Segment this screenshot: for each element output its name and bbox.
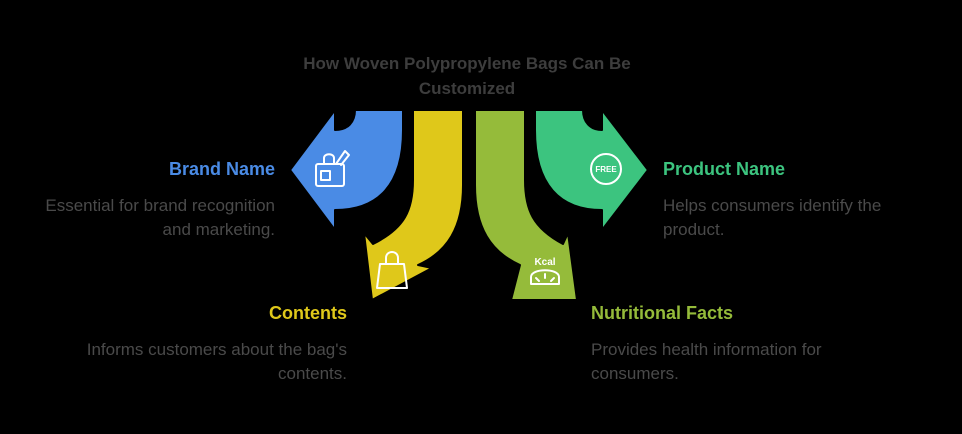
diagram-title: How Woven Polypropylene Bags Can Be Cust… [303,54,631,98]
svg-text:Kcal: Kcal [534,257,555,268]
brand-name-arrow [289,109,404,231]
nutritional-facts-label: Nutritional Facts [591,303,734,323]
contents-label: Contents [269,303,347,323]
brand-name-label: Brand Name [168,159,275,179]
brand-name-description: Essential for brand recognition and mark… [45,196,275,239]
nutritional-facts-description: Provides health information for consumer… [591,340,822,383]
svg-text:FREE: FREE [595,165,617,174]
product-name-description: Helps consumers identify the product. [663,196,882,239]
bag-with-tag-icon [315,150,350,187]
kcal-scale-icon: Kcal [530,257,560,285]
contents-description: Informs customers about the bag's conten… [86,340,347,383]
shopping-bag-icon [376,251,408,289]
free-badge-icon: FREE [590,153,622,185]
product-name-label: Product Name [663,159,786,179]
nutritional-facts-arrow [474,109,578,301]
